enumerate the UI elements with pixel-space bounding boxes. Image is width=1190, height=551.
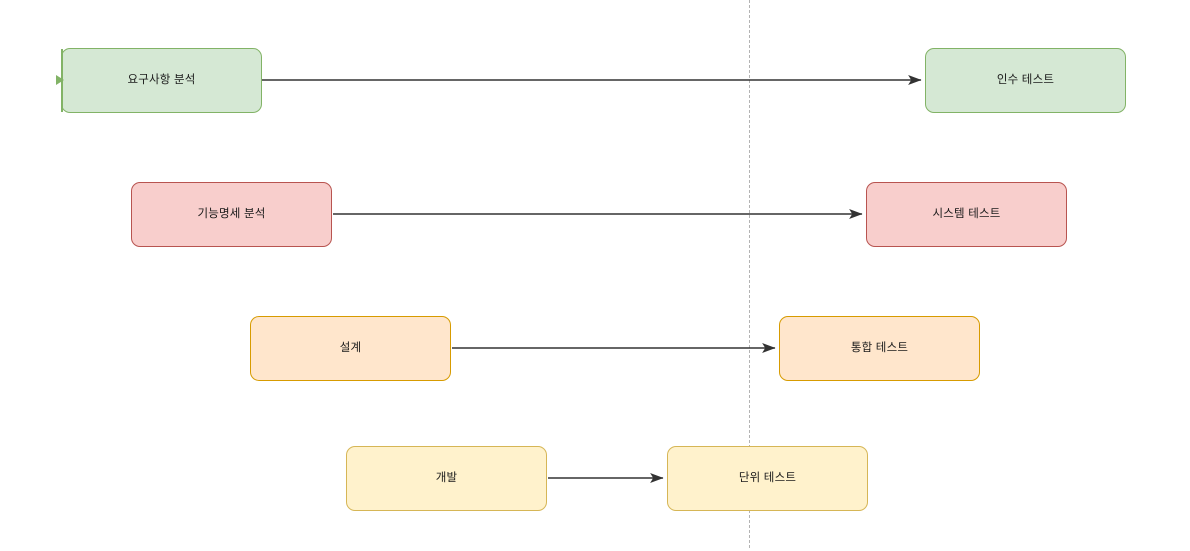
node-unit-test[interactable]: 단위 테스트 — [667, 446, 868, 511]
node-label: 기능명세 분석 — [197, 208, 266, 221]
node-development[interactable]: 개발 — [346, 446, 547, 511]
node-label: 통합 테스트 — [850, 342, 909, 355]
node-label: 설계 — [339, 342, 362, 355]
left-connection-marker-icon — [56, 75, 64, 85]
node-acceptance-test[interactable]: 인수 테스트 — [925, 48, 1126, 113]
node-system-test[interactable]: 시스템 테스트 — [866, 182, 1067, 247]
vertical-dashed-guide-line — [749, 0, 750, 548]
node-label: 단위 테스트 — [738, 472, 797, 485]
node-requirements-analysis[interactable]: 요구사항 분석 — [61, 48, 262, 113]
node-label: 인수 테스트 — [996, 74, 1055, 87]
node-integration-test[interactable]: 통합 테스트 — [779, 316, 980, 381]
node-label: 시스템 테스트 — [932, 208, 1001, 221]
node-label: 개발 — [435, 472, 458, 485]
node-design[interactable]: 설계 — [250, 316, 451, 381]
node-functional-spec-analysis[interactable]: 기능명세 분석 — [131, 182, 332, 247]
node-label: 요구사항 분석 — [127, 74, 196, 87]
